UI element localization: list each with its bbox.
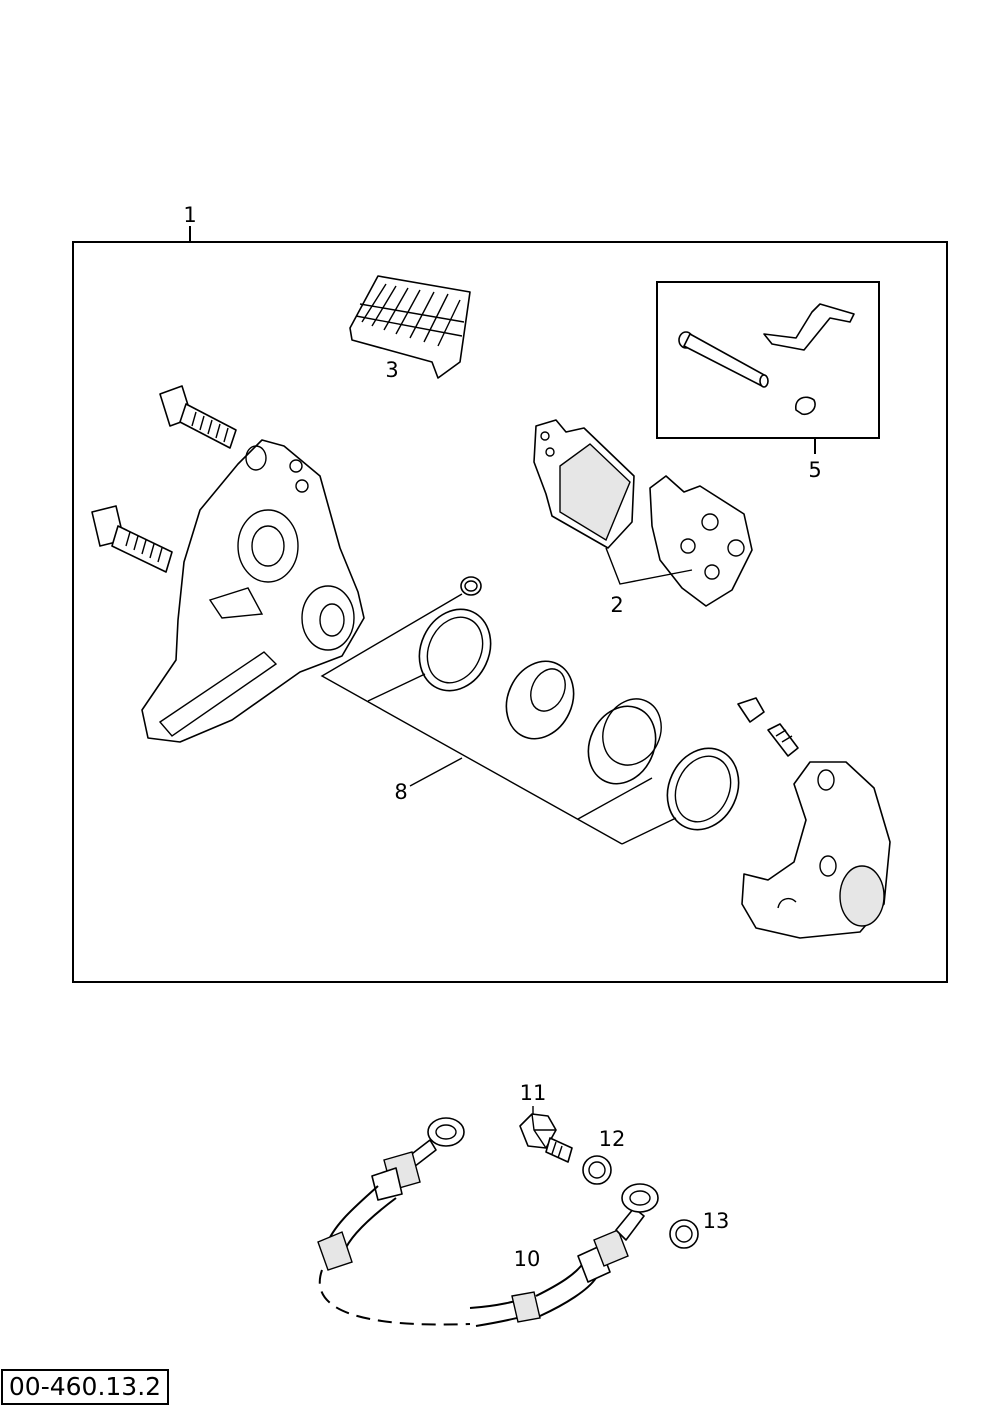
small-o-ring-part <box>460 576 482 596</box>
brake-hose-part <box>317 1117 659 1327</box>
leader-line-8c <box>577 777 653 820</box>
leader-line-8d <box>621 817 677 845</box>
pad-pin-part <box>678 331 769 388</box>
dust-seal-part <box>666 747 740 831</box>
circlip-part <box>795 396 816 416</box>
brake-pad-part <box>533 419 753 607</box>
pad-spring-part <box>349 275 471 379</box>
drawing-code: 00-460.13.2 <box>1 1369 169 1405</box>
piston-part <box>505 660 575 740</box>
piston-seal-part <box>418 608 492 692</box>
retaining-clip-part <box>763 303 855 351</box>
callout-13: 13 <box>703 1209 730 1233</box>
brake-caliper-kit-frame <box>72 241 948 983</box>
bleed-cap-part <box>737 697 765 723</box>
callout-1: 1 <box>183 203 196 227</box>
callout-5: 5 <box>808 458 821 482</box>
sealing-washer-12-part <box>582 1155 612 1185</box>
leader-line-8a <box>320 593 623 845</box>
sealing-washer-13-part <box>669 1219 699 1249</box>
bleed-screw-part <box>767 723 799 757</box>
mounting-bolt-lower <box>91 505 173 573</box>
callout-12: 12 <box>599 1127 626 1151</box>
leader-line-8e <box>409 757 463 787</box>
callout-8: 8 <box>394 780 407 804</box>
mounting-bolt-upper <box>159 385 237 449</box>
caliper-bracket-part <box>141 439 365 743</box>
caliper-housing-part <box>741 761 891 939</box>
callout-11: 11 <box>520 1081 547 1105</box>
pin-kit-frame <box>656 281 880 439</box>
leader-line-2 <box>605 547 693 585</box>
callout-3: 3 <box>385 358 398 382</box>
banjo-bolt-part <box>519 1113 573 1163</box>
piston-part-2 <box>587 698 662 785</box>
leader-line-8b <box>367 673 426 702</box>
callout-2: 2 <box>610 593 623 617</box>
callout-10: 10 <box>514 1247 541 1271</box>
